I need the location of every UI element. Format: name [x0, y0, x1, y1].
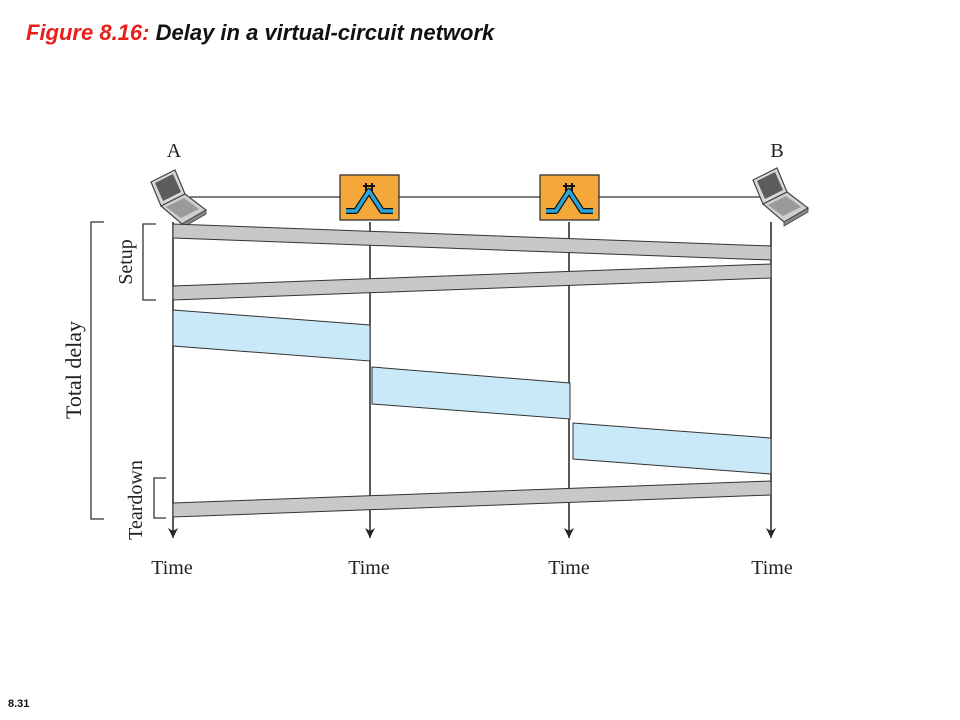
time-label-switch-1: Time	[348, 557, 390, 579]
time-label-switch-2: Time	[548, 557, 590, 579]
teardown-bracket	[153, 477, 166, 519]
figure-label: Figure 8.16:	[26, 20, 150, 45]
setup-label: Setup	[115, 239, 137, 285]
setup-ack-band	[172, 263, 772, 301]
switch-1-icon	[339, 174, 400, 221]
total-delay-bracket	[90, 221, 104, 520]
endpoint-b-label: B	[770, 140, 783, 162]
time-label-b: Time	[751, 557, 793, 579]
figure-title: Figure 8.16: Delay in a virtual-circuit …	[26, 20, 494, 46]
time-label-a: Time	[151, 557, 193, 579]
laptop-a-icon	[150, 169, 208, 229]
teardown-band	[172, 480, 772, 518]
setup-bracket	[142, 223, 156, 301]
teardown-label: Teardown	[125, 460, 147, 540]
figure-caption: Delay in a virtual-circuit network	[155, 20, 495, 45]
switch-2-icon	[539, 174, 600, 221]
data-packet-band-1	[172, 309, 371, 362]
laptop-b-icon	[752, 167, 810, 227]
setup-request-band	[172, 223, 772, 261]
endpoint-a-label: A	[167, 140, 182, 162]
slide-number: 8.31	[8, 698, 30, 710]
total-delay-label: Total delay	[61, 321, 86, 419]
data-packet-band-3	[572, 422, 772, 475]
data-packet-band-2	[371, 366, 571, 420]
